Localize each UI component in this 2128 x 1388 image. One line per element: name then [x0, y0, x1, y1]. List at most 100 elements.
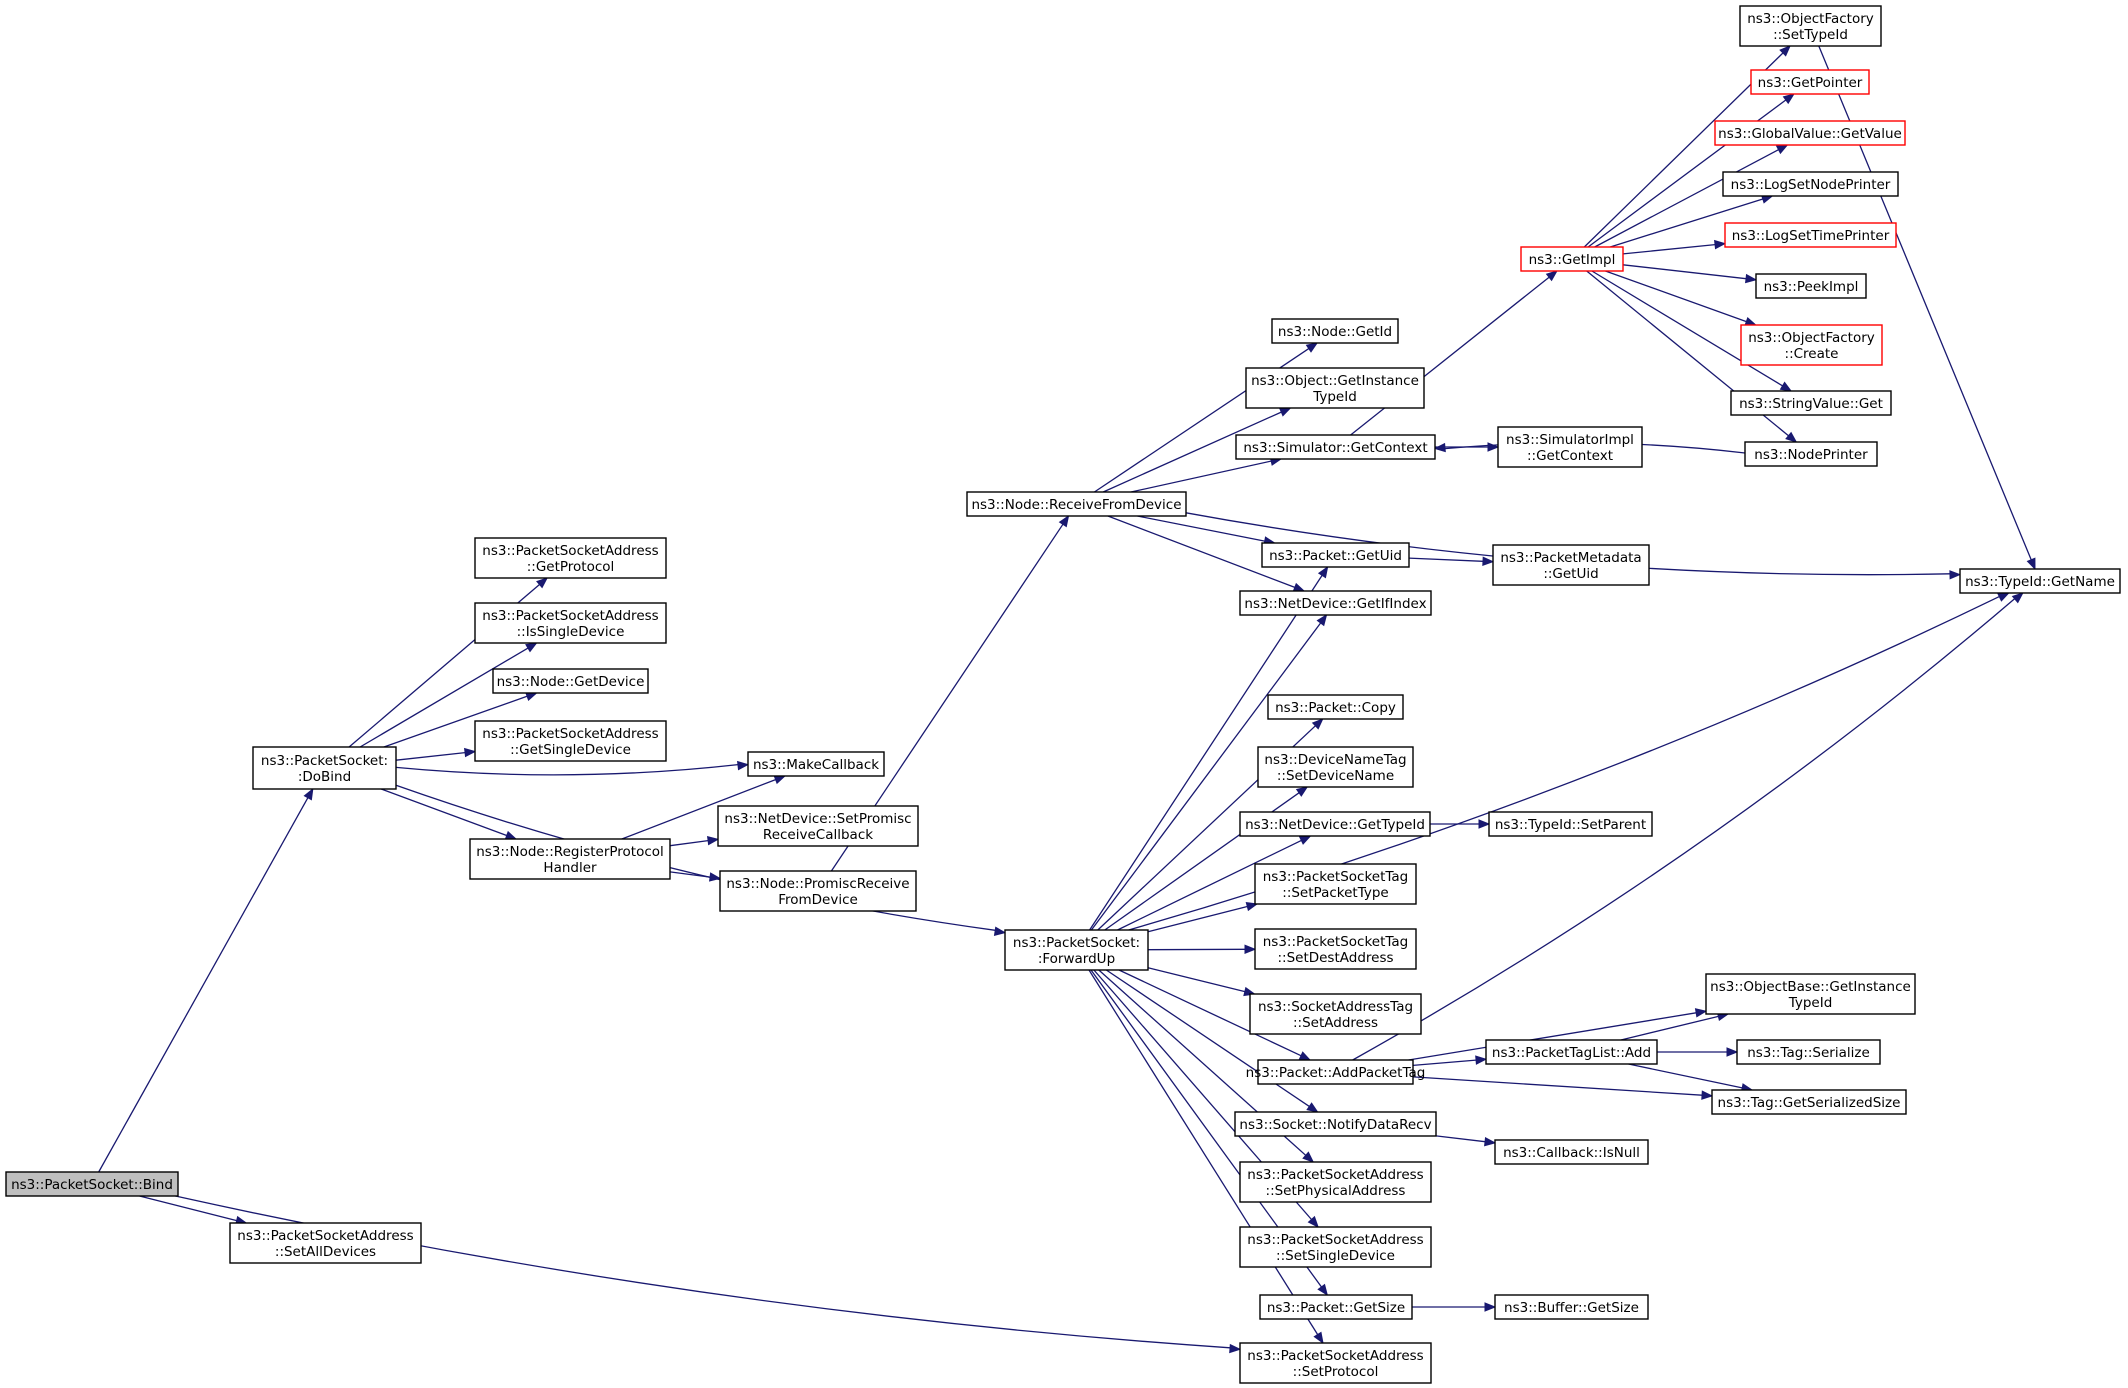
call-edge-recvfromdev-to-pkt_getuid [1137, 515, 1276, 546]
node-label: ns3::LogSetTimePrinter [1732, 228, 1890, 244]
edge-line [1090, 622, 1322, 931]
edge-arrowhead [1545, 270, 1558, 282]
node-box [1722, 171, 1899, 197]
node-of-settypeid[interactable]: ns3::ObjectFactory::SetTypeId [1739, 5, 1882, 47]
node-label: ns3::Node::GetDevice [497, 674, 645, 690]
node-pkt-getuid[interactable]: ns3::Packet::GetUid [1261, 542, 1410, 568]
node-box [1705, 973, 1916, 1015]
call-edge-pkt_addtag-to-tag_getsersize [1412, 1076, 1714, 1100]
node-node-getid[interactable]: ns3::Node::GetId [1271, 318, 1399, 344]
node-label: ns3::NetDevice::GetIfIndex [1244, 596, 1426, 612]
node-setalldev[interactable]: ns3::PacketSocketAddress::SetAllDevices [229, 1222, 422, 1264]
node-box [1254, 863, 1417, 905]
node-typeid-setparent[interactable]: ns3::TypeId::SetParent [1488, 811, 1653, 837]
edge-arrowhead [504, 830, 518, 840]
node-peekimpl[interactable]: ns3::PeekImpl [1755, 273, 1867, 299]
node-sv-get[interactable]: ns3::StringValue::Get [1730, 390, 1892, 416]
node-label: ns3::PacketSocketTag [1263, 934, 1408, 950]
node-psa-setphys[interactable]: ns3::PacketSocketAddress::SetPhysicalAdd… [1239, 1161, 1432, 1203]
node-box [1744, 441, 1878, 467]
node-label: ns3::Simulator::GetContext [1243, 440, 1427, 456]
node-pkt-copy[interactable]: ns3::Packet::Copy [1267, 694, 1404, 720]
edge-arrowhead [1701, 1090, 1714, 1100]
edge-arrowhead [707, 836, 720, 846]
node-psa-setproto[interactable]: ns3::PacketSocketAddress::SetProtocol [1239, 1342, 1432, 1384]
edge-line [1622, 264, 1747, 280]
node-nd-gettypeid[interactable]: ns3::NetDevice::GetTypeId [1239, 811, 1431, 837]
node-setpromisc[interactable]: ns3::NetDevice::SetPromiscReceiveCallbac… [717, 805, 919, 847]
edge-arrowhead [1298, 835, 1312, 845]
node-dobind[interactable]: ns3::PacketSocket::DoBind [252, 746, 397, 790]
call-edge-recvfromdev-to-sim_getctx [1130, 456, 1283, 493]
edge-arrowhead [773, 775, 787, 785]
call-edge-forwardup-to-nd_gettypeid [1117, 835, 1312, 931]
node-psa-getproto[interactable]: ns3::PacketSocketAddress::GetProtocol [474, 537, 667, 579]
node-box [1739, 5, 1882, 47]
node-ptl-add[interactable]: ns3::PacketTagList::Add [1485, 1039, 1658, 1065]
call-edge-forwardup-to-sock_notify [1105, 969, 1319, 1113]
node-typeid-getname[interactable]: ns3::TypeId::GetName [1959, 568, 2121, 594]
node-nodeprinter[interactable]: ns3::NodePrinter [1744, 441, 1878, 467]
node-gv-getvalue[interactable]: ns3::GlobalValue::GetValue [1714, 120, 1906, 146]
node-psa-setsingle[interactable]: ns3::PacketSocketAddress::SetSingleDevic… [1239, 1226, 1432, 1268]
call-edge-pkt_getuid-to-pm_getuid [1408, 556, 1495, 567]
node-label: ns3::PacketSocketAddress [1247, 1167, 1423, 1183]
node-pkt-getsize[interactable]: ns3::Packet::GetSize [1259, 1294, 1413, 1320]
edge-line [1137, 515, 1265, 542]
node-pst-settype[interactable]: ns3::PacketSocketTag::SetPacketType [1254, 863, 1417, 905]
node-sock-notify[interactable]: ns3::Socket::NotifyDataRecv [1234, 1111, 1437, 1137]
node-label: ns3::PacketSocketAddress [482, 726, 658, 742]
call-edge-recvfromdev-to-node_getid [1094, 342, 1319, 493]
node-psa-getsingle[interactable]: ns3::PacketSocketAddress::GetSingleDevic… [474, 720, 667, 762]
node-tag-getsersize[interactable]: ns3::Tag::GetSerializedSize [1711, 1089, 1907, 1115]
node-simimpl-getctx[interactable]: ns3::SimulatorImpl::GetContext [1497, 426, 1643, 468]
node-recvfromdev[interactable]: ns3::Node::ReceiveFromDevice [966, 491, 1187, 517]
node-tag-serialize[interactable]: ns3::Tag::Serialize [1736, 1039, 1881, 1065]
edge-line [1094, 348, 1310, 493]
edge-line [1605, 270, 1747, 323]
node-logsettime[interactable]: ns3::LogSetTimePrinter [1724, 222, 1897, 248]
edge-arrowhead [303, 787, 314, 801]
edge-arrowhead [1313, 1331, 1324, 1345]
node-buf-getsize[interactable]: ns3::Buffer::GetSize [1494, 1294, 1649, 1320]
edge-arrowhead [2011, 592, 2024, 604]
node-label: ns3::PacketSocketAddress [237, 1228, 413, 1244]
node-label: Handler [543, 860, 597, 876]
edge-line [1435, 1135, 1486, 1143]
node-label: ns3::PacketSocketTag [1263, 869, 1408, 885]
node-sat-setaddr[interactable]: ns3::SocketAddressTag::SetAddress [1249, 993, 1422, 1035]
node-label: ns3::PacketSocket: [261, 753, 388, 769]
node-node-getdevice[interactable]: ns3::Node::GetDevice [492, 668, 649, 694]
node-forwardup[interactable]: ns3::PacketSocket::ForwardUp [1004, 929, 1149, 971]
node-sim-getctx[interactable]: ns3::Simulator::GetContext [1235, 434, 1436, 460]
node-pm-getuid[interactable]: ns3::PacketMetadata::GetUid [1492, 544, 1650, 586]
node-box [5, 1171, 179, 1197]
node-psa-issingle[interactable]: ns3::PacketSocketAddress::IsSingleDevice [474, 602, 667, 644]
node-logsetnode[interactable]: ns3::LogSetNodePrinter [1722, 171, 1899, 197]
node-label: :DoBind [298, 769, 351, 785]
edge-line [621, 778, 776, 840]
node-label: ns3::DeviceNameTag [1264, 752, 1406, 768]
edge-line [1104, 792, 1300, 931]
node-cb-isnull[interactable]: ns3::Callback::IsNull [1494, 1139, 1649, 1165]
node-getimpl[interactable]: ns3::GetImpl [1520, 246, 1624, 272]
node-makecallback[interactable]: ns3::MakeCallback [747, 751, 885, 777]
node-label: ns3::PacketMetadata [1500, 550, 1641, 566]
node-label: ::SetAllDevices [275, 1244, 376, 1260]
node-pst-setdest[interactable]: ns3::PacketSocketTag::SetDestAddress [1254, 928, 1417, 970]
node-getpointer[interactable]: ns3::GetPointer [1750, 69, 1870, 95]
call-edge-pkt_addtag-to-typeid_getname [1352, 592, 2024, 1061]
node-pkt-addtag[interactable]: ns3::Packet::AddPacketTag [1246, 1059, 1426, 1085]
node-box [1235, 434, 1436, 460]
node-label: ns3::PacketSocket: [1013, 935, 1140, 951]
node-dnt-setname[interactable]: ns3::DeviceNameTag::SetDeviceName [1257, 746, 1414, 788]
node-nd-getifindex[interactable]: ns3::NetDevice::GetIfIndex [1239, 590, 1432, 616]
node-bind[interactable]: ns3::PacketSocket::Bind [5, 1171, 179, 1197]
edge-arrowhead [1779, 45, 1791, 57]
node-of-create[interactable]: ns3::ObjectFactory::Create [1740, 324, 1883, 366]
node-label: ns3::NetDevice::SetPromisc [724, 811, 911, 827]
